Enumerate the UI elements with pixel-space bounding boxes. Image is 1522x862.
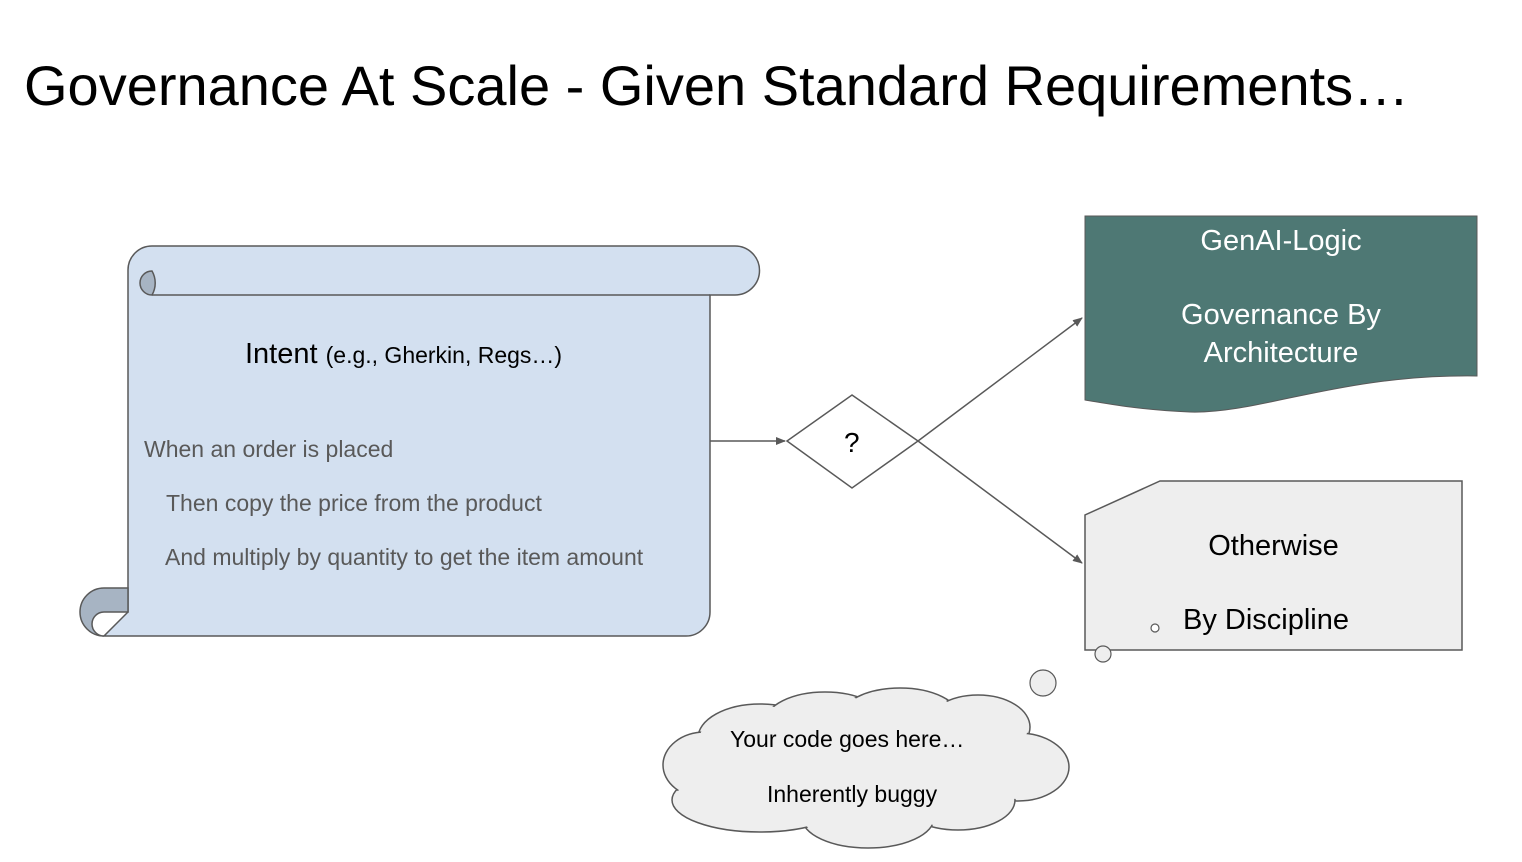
slide-title: Governance At Scale - Given Standard Req… bbox=[24, 54, 1410, 117]
arrow-to-genai bbox=[917, 317, 1083, 442]
intent-line: Then copy the price from the product bbox=[166, 490, 542, 516]
scroll-bottom-curl bbox=[79, 587, 129, 637]
genai-logic-box bbox=[1084, 215, 1478, 413]
genai-line1: Governance By bbox=[1181, 299, 1381, 331]
scroll-top-curl bbox=[139, 270, 156, 296]
decision-label: ? bbox=[844, 427, 860, 458]
intent-line: And multiply by quantity to get the item… bbox=[165, 544, 644, 570]
otherwise-line: By Discipline bbox=[1183, 604, 1349, 636]
intent-line: When an order is placed bbox=[144, 436, 394, 462]
thought-bubble-small bbox=[1150, 623, 1160, 633]
cloud-line1: Your code goes here… bbox=[730, 726, 965, 752]
intent-label: Intent bbox=[245, 338, 318, 370]
cloud-line2: Inherently buggy bbox=[767, 781, 938, 807]
intent-note: (e.g., Gherkin, Regs…) bbox=[325, 342, 563, 368]
genai-title: GenAI-Logic bbox=[1200, 225, 1362, 257]
arrow-to-otherwise bbox=[917, 440, 1083, 564]
otherwise-box bbox=[1084, 480, 1463, 651]
thought-bubble-medium bbox=[1094, 645, 1112, 663]
scroll-body bbox=[102, 245, 761, 637]
genai-line2: Architecture bbox=[1203, 337, 1359, 369]
thought-bubble-large bbox=[1029, 669, 1057, 697]
otherwise-title: Otherwise bbox=[1208, 530, 1339, 562]
intent-heading: Intent (e.g., Gherkin, Regs…) bbox=[245, 337, 562, 372]
thought-cloud bbox=[662, 687, 1070, 849]
decision-diamond bbox=[785, 394, 920, 489]
intent-scroll bbox=[79, 245, 761, 637]
